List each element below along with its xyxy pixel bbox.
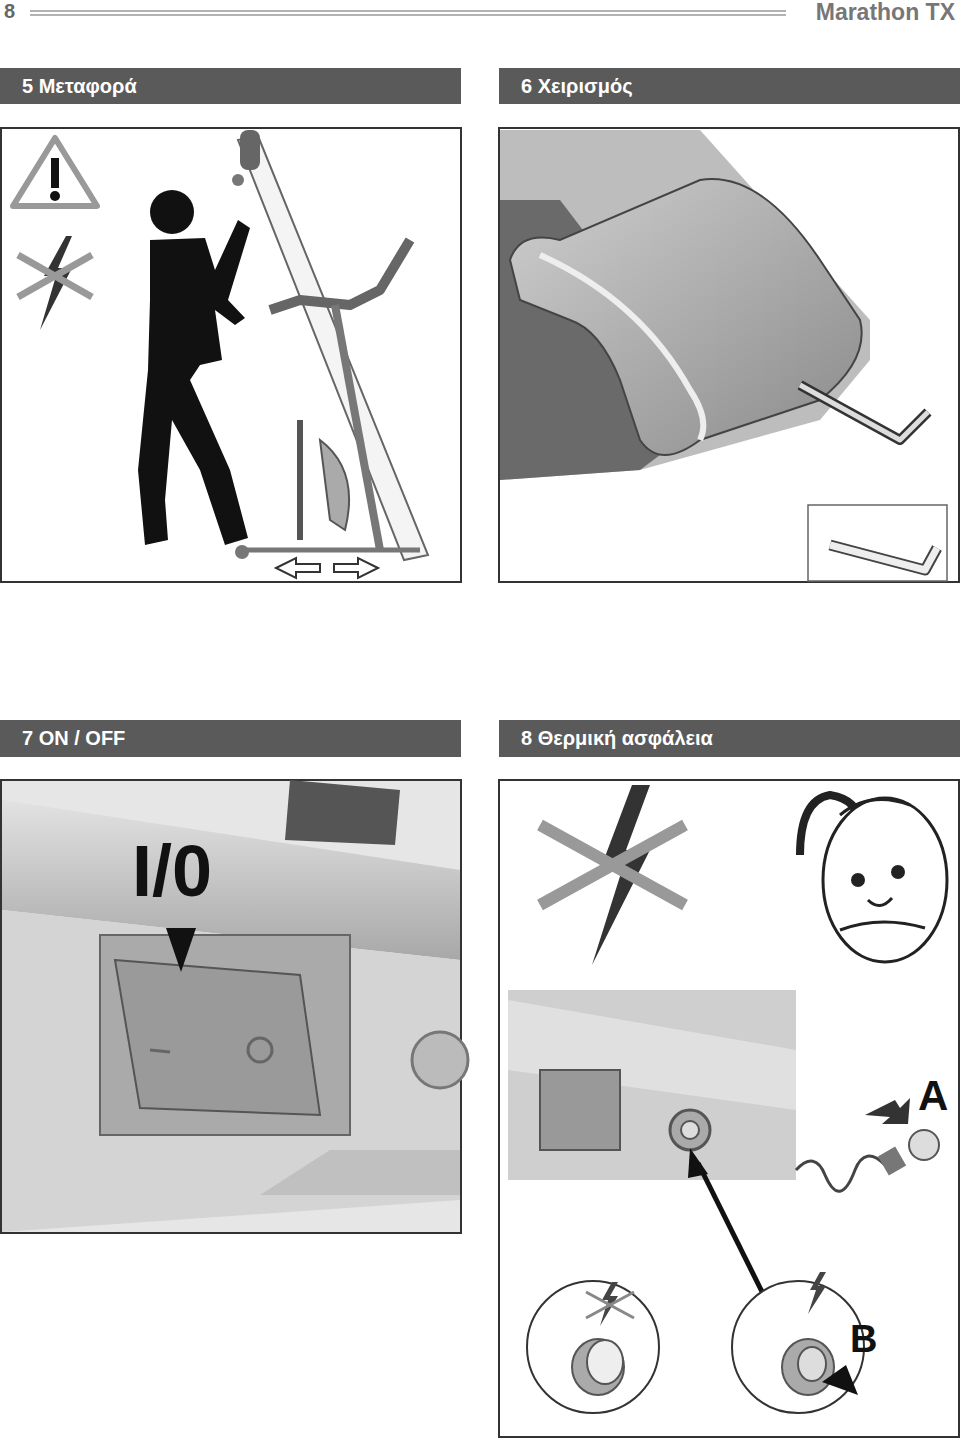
section-band: 7 ON / OFF bbox=[0, 720, 461, 757]
callout-label: B bbox=[850, 1318, 877, 1361]
section-band: 6 Χειρισμός bbox=[499, 68, 960, 104]
callout-label: A bbox=[918, 1072, 948, 1120]
section-heading: 8 Θερμική ασφάλεια bbox=[499, 727, 713, 750]
page-header: 8 bbox=[4, 0, 15, 23]
page-header: Marathon TX bbox=[816, 0, 955, 26]
section-band: 5 Μεταφορά bbox=[0, 68, 461, 104]
section-heading: 6 Χειρισμός bbox=[499, 75, 633, 98]
section-heading: 7 ON / OFF bbox=[0, 727, 125, 750]
section-heading: 5 Μεταφορά bbox=[0, 75, 137, 98]
callout-label: I/0 bbox=[132, 830, 212, 912]
section-band: 8 Θερμική ασφάλεια bbox=[499, 720, 960, 757]
